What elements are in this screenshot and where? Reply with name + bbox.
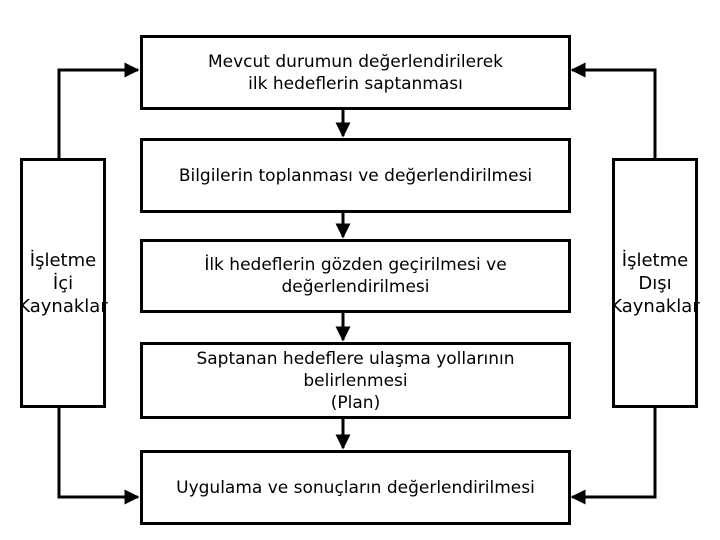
external-resources-line-1: İşletme <box>621 249 689 271</box>
step-5-box: Uygulama ve sonuçların değerlendirilmesi <box>140 450 571 525</box>
external-resources-line-2: Dışı <box>638 272 672 294</box>
external-resources-line-3: Kaynaklar <box>610 295 700 317</box>
step-1-box: Mevcut durumun değerlendirilerek ilk hed… <box>140 35 571 110</box>
internal-resources-line-1: İşletme <box>29 249 97 271</box>
step-1-line-1: Mevcut durumun değerlendirilerek <box>208 51 503 72</box>
arrow-right-to-step1 <box>570 62 657 158</box>
step-4-box: Saptanan hedeflere ulaşma yollarının bel… <box>140 342 571 419</box>
internal-resources-line-3: Kaynaklar <box>18 295 108 317</box>
step-4-line-1: Saptanan hedeflere ulaşma yollarının bel… <box>196 348 515 391</box>
step-3-box: İlk hedeflerin gözden geçirilmesi ve değ… <box>140 239 571 313</box>
arrow-right-to-step5 <box>570 408 657 505</box>
step-1-line-2: ilk hedeflerin saptanması <box>248 73 463 94</box>
step-5-line-1: Uygulama ve sonuçların değerlendirilmesi <box>176 477 535 498</box>
internal-resources-line-2: İçi <box>52 272 74 294</box>
step-4-line-2: (Plan) <box>330 392 381 413</box>
arrow-left-to-step5 <box>57 408 140 505</box>
external-resources-box: İşletme Dışı Kaynaklar <box>610 158 700 408</box>
step-3-line-1: İlk hedeflerin gözden geçirilmesi ve değ… <box>204 255 507 297</box>
internal-resources-box: İşletme İçi Kaynaklar <box>18 158 108 408</box>
step-2-line-1: Bilgilerin toplanması ve değerlendirilme… <box>178 165 533 186</box>
step-2-box: Bilgilerin toplanması ve değerlendirilme… <box>140 138 571 213</box>
arrow-left-to-step1 <box>57 62 140 158</box>
